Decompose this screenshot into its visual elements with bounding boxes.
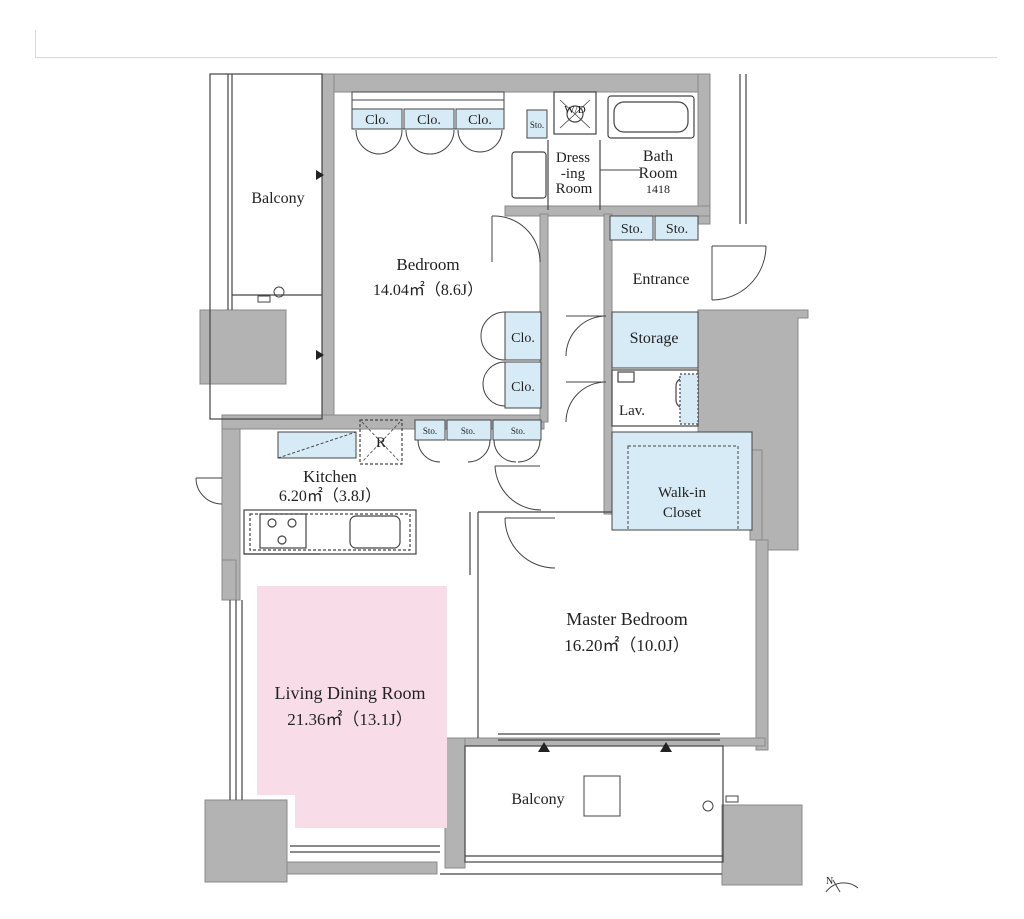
label-dressing-1: Dress <box>556 150 590 166</box>
label-clo-3: Clo. <box>468 113 492 128</box>
stove <box>259 513 307 549</box>
balcony-bottom-outline <box>464 745 724 863</box>
clo-4-fill <box>504 311 542 361</box>
label-dressing-3: Room <box>556 181 593 197</box>
label-sto-bath: Sto. <box>530 120 544 130</box>
label-sto-k3: Sto. <box>511 426 525 436</box>
door-entrance <box>711 245 767 301</box>
label-fridge: R <box>376 435 386 451</box>
sto-entrance-2-fill <box>654 215 699 241</box>
bath-fixtures <box>511 91 695 210</box>
door-closet-2 <box>405 129 455 155</box>
outlines <box>209 73 747 875</box>
column-bottom-left <box>204 799 288 883</box>
label-bath-3: 1418 <box>646 182 670 196</box>
door-closet-3 <box>457 129 503 153</box>
label-storage: Storage <box>630 330 679 347</box>
label-entrance: Entrance <box>633 271 690 288</box>
door-clo-side-2 <box>482 361 506 407</box>
wall-living-left <box>221 559 237 601</box>
label-clo-4: Clo. <box>511 331 535 346</box>
wall-bath-right <box>697 73 711 225</box>
label-living-area: 21.36㎡（13.1J） <box>287 710 413 729</box>
wall-bedroom-left <box>321 73 335 420</box>
wall-hall-right <box>603 213 613 515</box>
wall-right-lower <box>755 539 769 751</box>
label-wd: W/D <box>564 104 585 116</box>
door-sto-k <box>417 439 541 463</box>
label-walkin-1: Walk-in <box>658 485 706 501</box>
washer-dryer <box>553 91 597 135</box>
label-bedroom-area: 14.04㎡（8.6J） <box>373 281 483 299</box>
label-clo-5: Clo. <box>511 380 535 395</box>
label-master-name: Master Bedroom <box>566 609 687 629</box>
sto-k3-fill <box>492 419 542 441</box>
label-living-name: Living Dining Room <box>274 683 425 703</box>
label-bath-1: Bath <box>643 148 673 165</box>
label-sto-ent-1: Sto. <box>621 222 643 237</box>
balcony-unit <box>583 775 621 817</box>
clo-5-fill <box>504 361 542 409</box>
label-sto-k1: Sto. <box>423 426 437 436</box>
label-walkin-2: Closet <box>663 505 702 521</box>
label-lav: Lav. <box>619 403 645 419</box>
window-markers <box>316 170 672 752</box>
door-side <box>195 477 223 505</box>
door-bedroom <box>491 215 541 263</box>
outlet-marks <box>257 286 739 817</box>
sto-k2-fill <box>446 419 492 441</box>
kitchen-sink <box>349 515 401 549</box>
door-storage <box>565 315 607 357</box>
balcony-left-outline <box>209 73 323 420</box>
fridge <box>359 419 403 465</box>
door-closet-1 <box>355 129 403 155</box>
walls <box>199 73 809 886</box>
header-bar <box>35 30 997 58</box>
doors <box>195 129 767 569</box>
label-bedroom-name: Bedroom <box>396 255 459 274</box>
storage-fill <box>611 311 699 369</box>
label-sto-k2: Sto. <box>461 426 475 436</box>
sto-k1-fill <box>414 419 446 441</box>
door-master <box>504 517 556 569</box>
label-kitchen-area: 6.20㎡（3.8J） <box>279 487 381 505</box>
north-arrow <box>825 879 859 893</box>
wall-balcony-top <box>464 737 766 747</box>
bathtub <box>607 95 695 139</box>
label-clo-2: Clo. <box>417 113 441 128</box>
living-area <box>257 586 447 828</box>
labels: Clo. Clo. Clo. Sto. W/D Dress -ing Room … <box>251 104 706 808</box>
north-label: N <box>826 876 833 887</box>
label-sto-ent-2: Sto. <box>666 222 688 237</box>
wall-top <box>321 73 707 93</box>
label-bath-2: Room <box>638 165 678 182</box>
label-balcony-left: Balcony <box>251 190 304 207</box>
sink-vanity <box>511 151 547 199</box>
column-left <box>199 309 287 385</box>
label-dressing-2: -ing <box>561 166 586 182</box>
label-clo-1: Clo. <box>365 113 389 128</box>
kitchen-counter-fill <box>277 431 357 459</box>
kitchen-fixtures <box>243 419 417 555</box>
wall-balcony-divider <box>444 737 466 869</box>
sto-entrance-1-fill <box>609 215 654 241</box>
lav-fixtures <box>611 369 699 427</box>
door-lav <box>565 381 607 423</box>
column-bottom-right <box>721 804 803 886</box>
wall-bottom <box>286 861 438 875</box>
door-kitchen-bedroom <box>494 465 542 511</box>
sto-bath-fill <box>526 109 548 139</box>
label-balcony-bottom: Balcony <box>511 791 564 808</box>
label-kitchen-name: Kitchen <box>303 467 357 486</box>
label-master-area: 16.20㎡（10.0J） <box>564 636 690 655</box>
kitchen-island <box>243 509 417 555</box>
kitchen-island-inner <box>249 513 411 551</box>
door-clo-side-1 <box>480 311 506 361</box>
closet-rails <box>277 91 739 531</box>
